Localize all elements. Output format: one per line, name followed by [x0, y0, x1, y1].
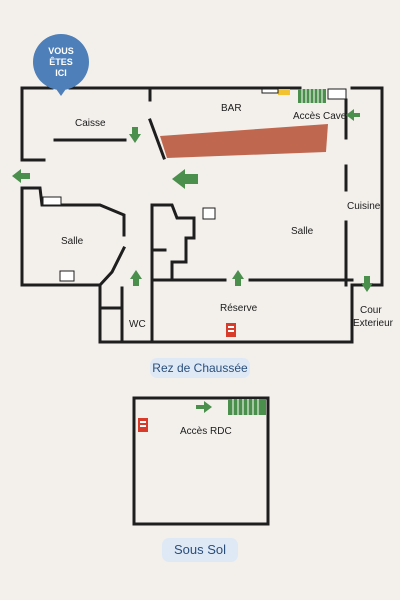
room-label-caisse: Caisse — [75, 118, 106, 129]
room-label-salle-left: Salle — [61, 236, 84, 247]
exit-arrow-icon — [12, 169, 30, 183]
stairs-icon — [228, 399, 266, 415]
fixture-block — [42, 196, 62, 206]
fixture-block — [59, 270, 75, 282]
ground-floor-walls — [20, 86, 384, 344]
exit-arrow-icon — [232, 270, 244, 286]
room-label-cuisine: Cuisine — [347, 201, 381, 212]
basement-title: Sous Sol — [162, 538, 238, 562]
room-label-acces-rdc: Accès RDC — [180, 426, 232, 437]
exit-arrow-icon — [172, 169, 198, 189]
ground-floor-title: Rez de Chaussée — [150, 358, 250, 378]
exit-arrow-icon — [130, 270, 142, 286]
exit-arrow-icon — [346, 109, 360, 121]
location-marker-pointer — [54, 86, 68, 96]
room-label-wc: WC — [129, 319, 146, 330]
basement-walls — [132, 396, 270, 526]
exit-arrow-icon — [196, 401, 212, 413]
fixture-block — [202, 207, 216, 220]
stairs-icon — [261, 88, 347, 103]
room-label-reserve: Réserve — [220, 303, 258, 314]
location-marker-text: VOUS ÊTES ICI — [48, 45, 74, 78]
room-label-exterieur: Exterieur — [353, 318, 394, 329]
bar-counter — [160, 124, 328, 158]
exit-arrow-icon — [129, 127, 141, 143]
room-label-cour: Cour — [360, 305, 382, 316]
fire-extinguisher-icon — [226, 323, 236, 337]
location-marker-icon: VOUS ÊTES ICI — [33, 34, 89, 90]
room-label-acces-cave: Accès Cave — [293, 111, 347, 122]
exit-arrow-icon — [361, 276, 373, 292]
room-label-bar: BAR — [221, 103, 242, 114]
fire-extinguisher-icon — [138, 418, 148, 432]
room-label-salle-main: Salle — [291, 226, 314, 237]
